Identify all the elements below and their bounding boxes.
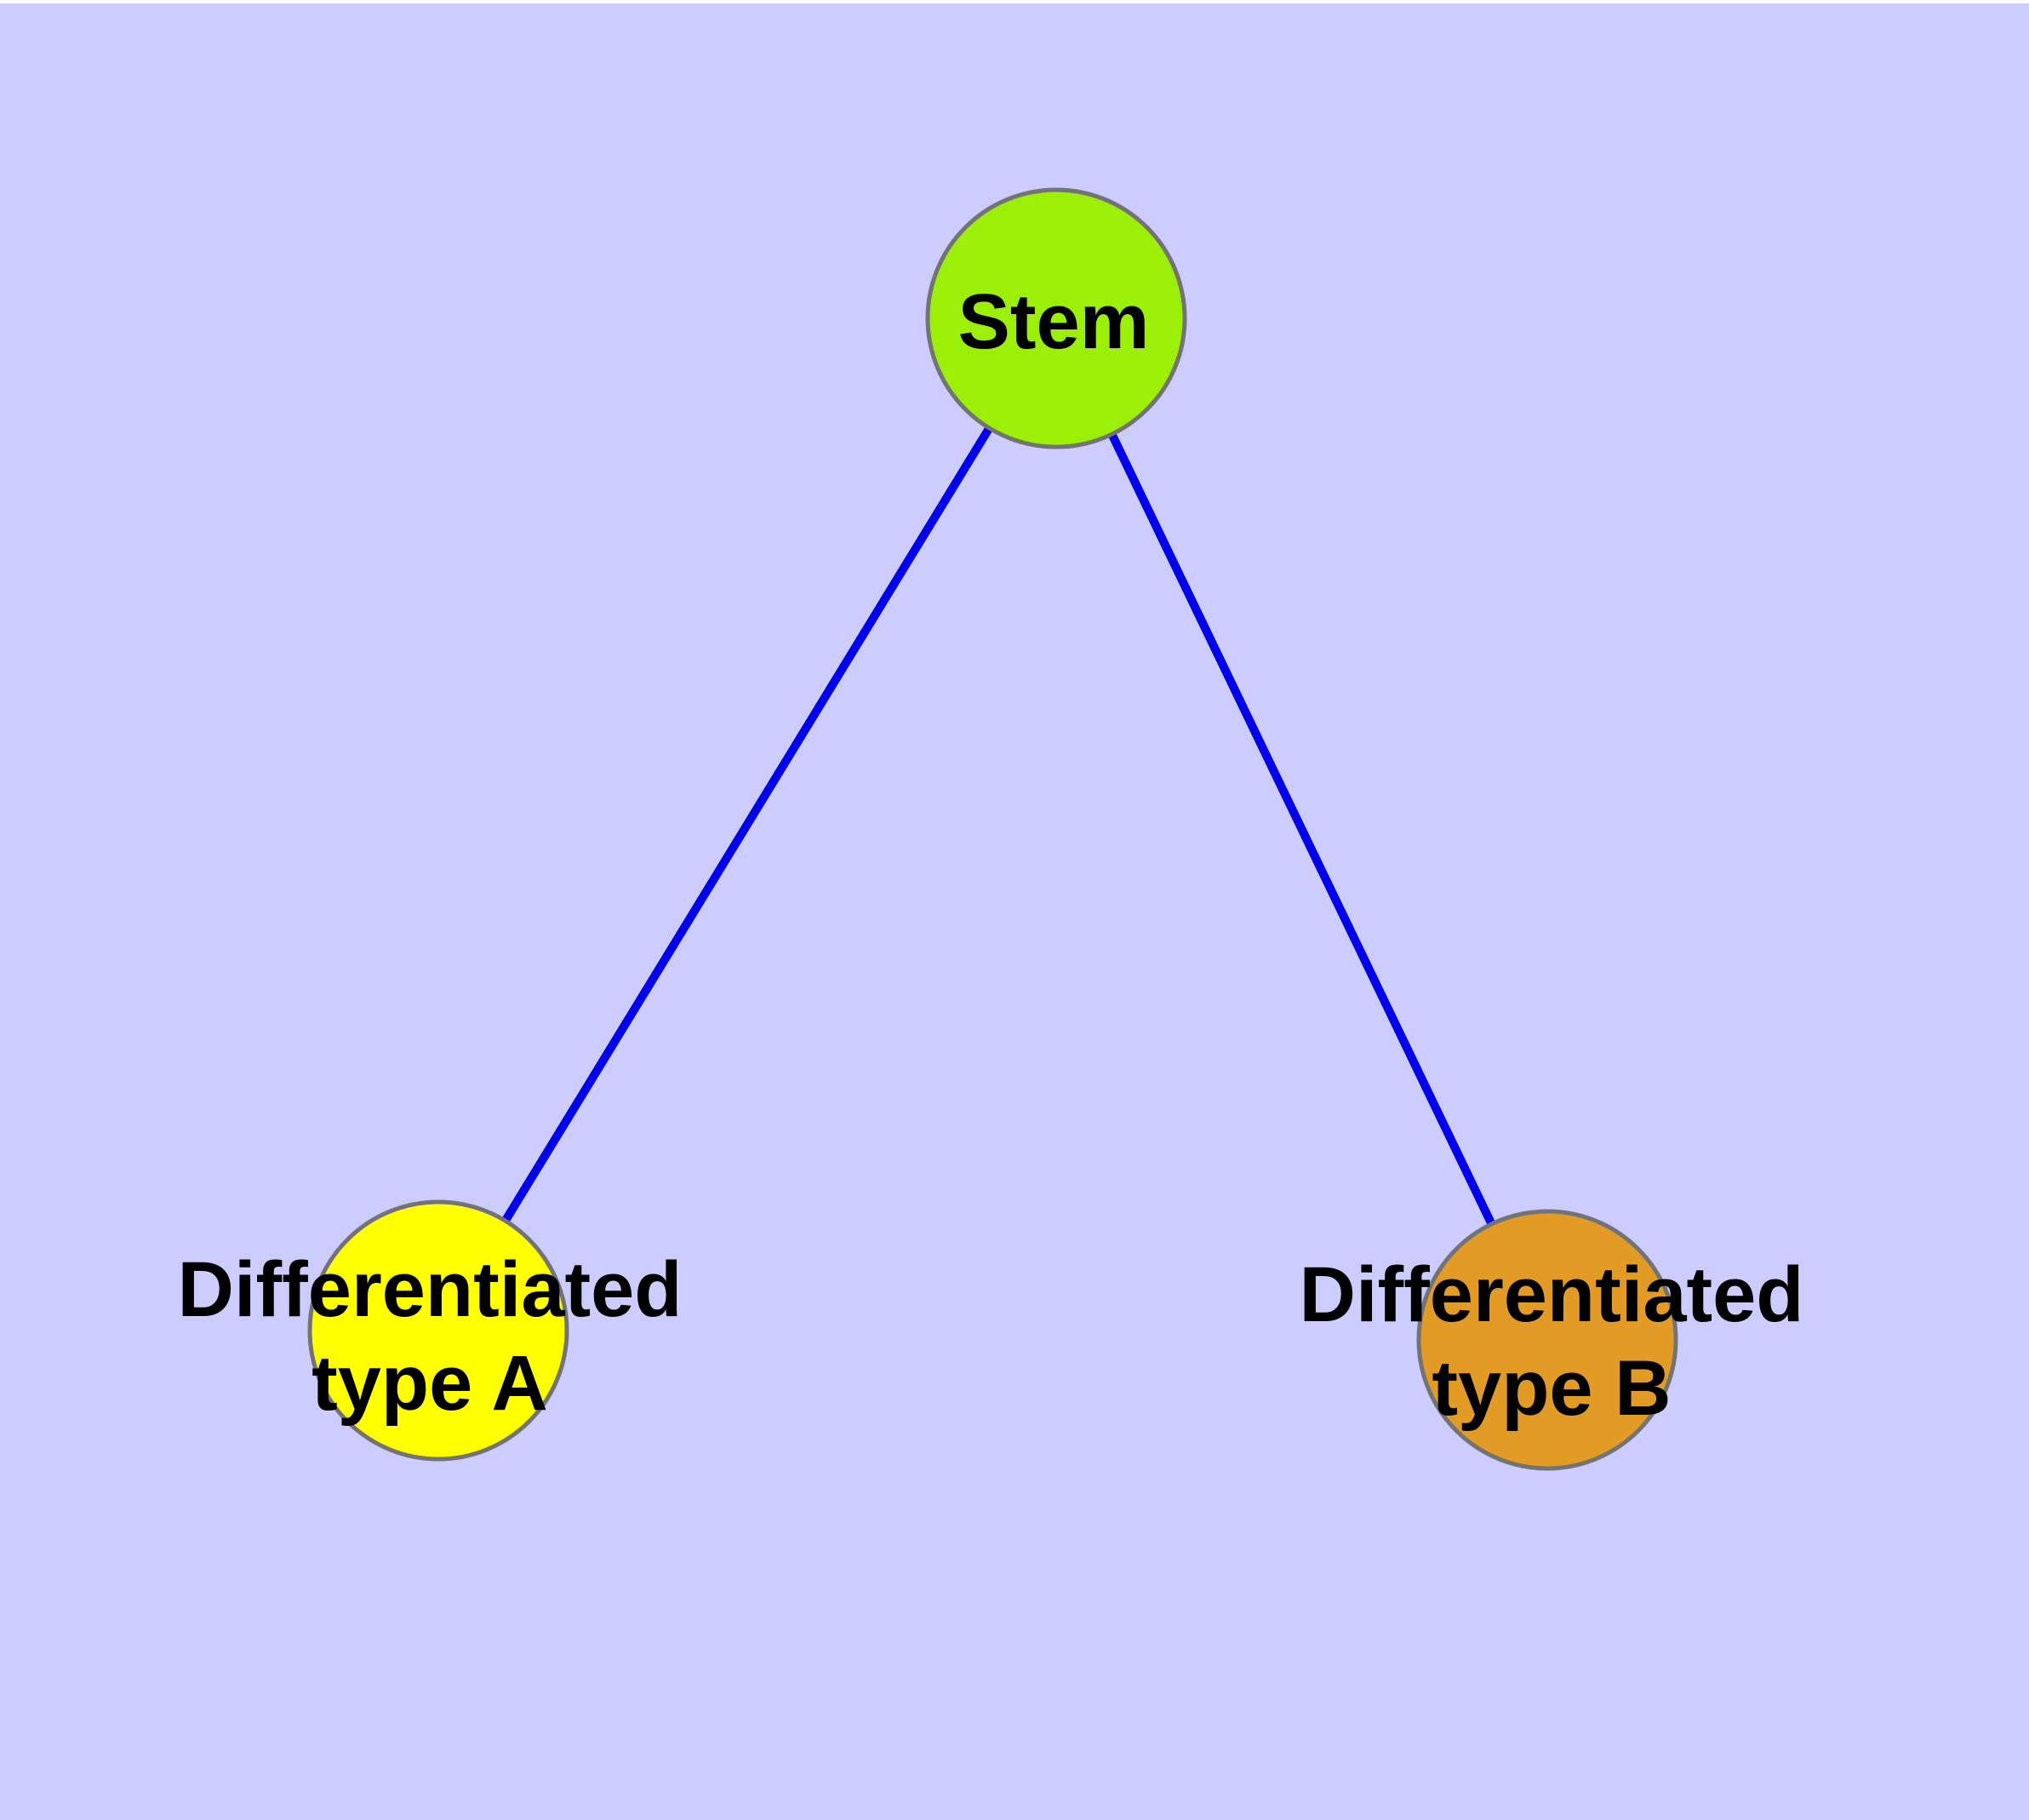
node-diff-type-b[interactable]	[1416, 1209, 1678, 1471]
node-diff-type-a[interactable]	[307, 1199, 569, 1462]
node-label-stem: Stem	[958, 275, 1150, 369]
node-label-line: type B	[1432, 1345, 1672, 1432]
node-label-line: Differentiated	[1299, 1251, 1804, 1338]
edge-stem-to-diff-type-b	[1052, 316, 1552, 1342]
node-label-line: type A	[311, 1340, 548, 1427]
node-stem[interactable]	[925, 187, 1187, 449]
edge-stem-to-diff-type-a	[434, 316, 1060, 1333]
node-label-line: Stem	[957, 278, 1150, 365]
node-label-line: Differentiated	[177, 1246, 683, 1333]
top-margin	[0, 0, 2029, 3]
